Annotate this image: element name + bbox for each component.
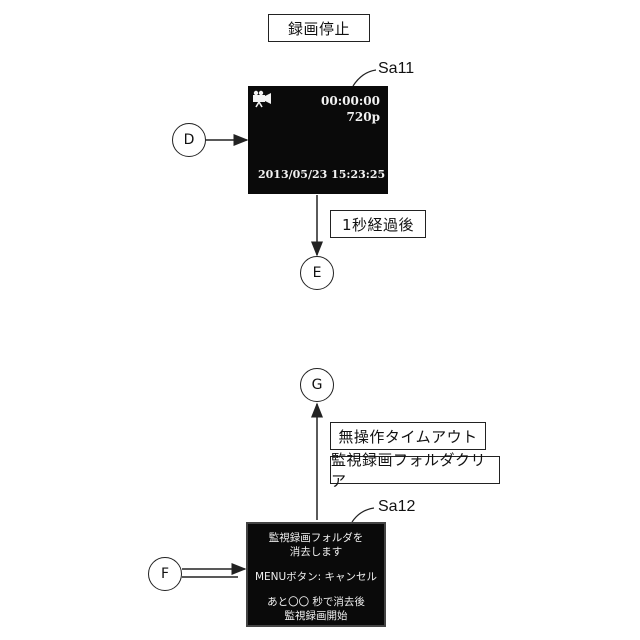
video-resolution: 720p: [347, 110, 380, 124]
dialog-line-3: MENUボタン: キャンセル: [248, 569, 384, 584]
node-d-label: D: [184, 132, 195, 148]
screen-ref-sa11: Sa11: [378, 60, 414, 78]
node-g-label: G: [312, 377, 323, 393]
recording-timer: 00:00:00: [321, 94, 380, 108]
condition-folder-clear-label: 監視録画フォルダクリア: [331, 449, 499, 491]
dialog-line-5: 監視録画開始: [248, 608, 384, 623]
date-time-stamp: 2013/05/23 15:23:25: [258, 168, 385, 181]
screen-sa12: 監視録画フォルダを 消去します MENUボタン: キャンセル あと〇〇 秒で消去…: [246, 522, 386, 627]
condition-timeout-label: 無操作タイムアウト: [338, 426, 477, 447]
node-e-label: E: [313, 265, 322, 281]
node-g: G: [300, 368, 334, 402]
condition-box-1sec: 1秒経過後: [330, 210, 426, 238]
condition-box-folder-clear: 監視録画フォルダクリア: [330, 456, 500, 484]
camcorder-icon: [252, 90, 272, 112]
state-title: 録画停止: [288, 18, 350, 39]
node-d: D: [172, 123, 206, 157]
node-f-label: F: [161, 566, 169, 582]
screen-sa11: 00:00:00 720p 2013/05/23 15:23:25: [248, 86, 388, 194]
dialog-line-4: あと〇〇 秒で消去後: [248, 594, 384, 609]
condition-box-timeout: 無操作タイムアウト: [330, 422, 486, 450]
condition-1sec-label: 1秒経過後: [342, 214, 414, 235]
dialog-line-1: 監視録画フォルダを: [248, 530, 384, 545]
sa11-leader-line: [353, 70, 376, 86]
sa12-leader-line: [352, 508, 374, 522]
screen-ref-sa12: Sa12: [378, 498, 415, 516]
node-e: E: [300, 256, 334, 290]
node-f: F: [148, 557, 182, 591]
state-title-box: 録画停止: [268, 14, 370, 42]
dialog-line-2: 消去します: [248, 544, 384, 559]
